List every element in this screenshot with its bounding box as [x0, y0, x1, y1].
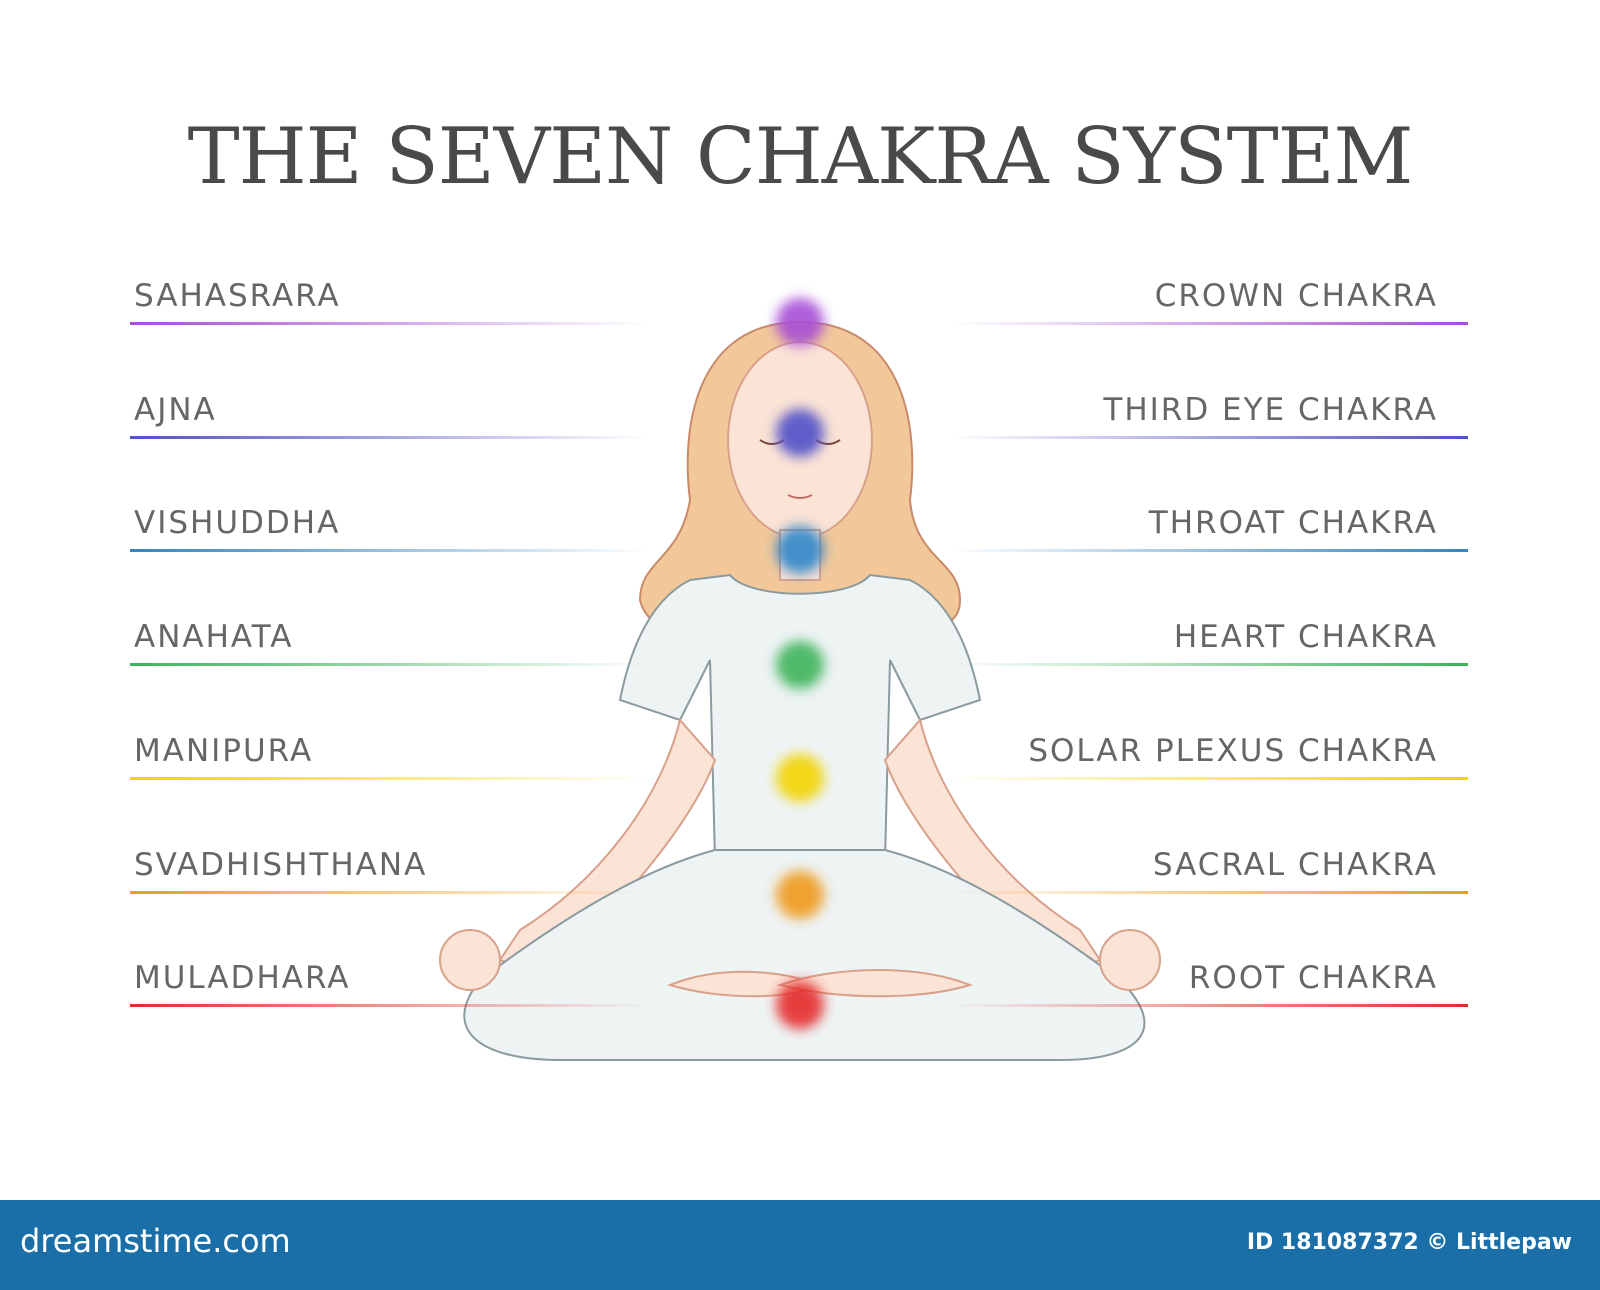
brand-logo: dreamstime.com: [20, 1222, 291, 1260]
chakra-point: [776, 981, 824, 1029]
divider-line-right: [948, 1004, 1468, 1007]
sanskrit-label: SVADHISHTHANA: [134, 847, 428, 883]
chakra-point: [776, 641, 824, 689]
chakra-point: [776, 409, 824, 457]
meditating-figure-illustration: [439, 298, 1161, 1061]
divider-line-right: [948, 891, 1468, 894]
divider-line-left: [130, 322, 650, 325]
sanskrit-label: ANAHATA: [134, 619, 294, 655]
english-label: CROWN CHAKRA: [1154, 278, 1438, 314]
english-label: ROOT CHAKRA: [1188, 960, 1438, 996]
divider-line-left: [130, 436, 650, 439]
divider-line-left: [130, 891, 650, 894]
chakra-point: [776, 298, 824, 346]
sanskrit-label: AJNA: [134, 392, 217, 428]
divider-line-left: [130, 1004, 650, 1007]
sanskrit-label: MANIPURA: [134, 733, 314, 769]
english-label: SOLAR PLEXUS CHAKRA: [1028, 733, 1438, 769]
english-label: HEART CHAKRA: [1173, 619, 1438, 655]
sanskrit-label: VISHUDDHA: [134, 505, 341, 541]
chakra-point: [776, 526, 824, 574]
divider-line-right: [948, 777, 1468, 780]
english-label: THIRD EYE CHAKRA: [1103, 392, 1438, 428]
page-title: THE SEVEN CHAKRA SYSTEM: [187, 112, 1414, 202]
chakra-point: [776, 871, 824, 919]
divider-line-right: [948, 549, 1468, 552]
pants: [463, 849, 1146, 1061]
divider-line-right: [948, 663, 1468, 666]
english-label: SACRAL CHAKRA: [1152, 847, 1438, 883]
divider-line-right: [948, 436, 1468, 439]
sanskrit-label: SAHASRARA: [134, 278, 341, 314]
footer-bar: dreamstime.com ID 181087372 © Littlepaw: [0, 1200, 1600, 1290]
divider-line-left: [130, 777, 650, 780]
chakra-point: [776, 754, 824, 802]
image-credit: ID 181087372 © Littlepaw: [1246, 1230, 1572, 1255]
divider-line-left: [130, 663, 650, 666]
divider-line-left: [130, 549, 650, 552]
sanskrit-label: MULADHARA: [134, 960, 351, 996]
english-label: THROAT CHAKRA: [1148, 505, 1438, 541]
divider-line-right: [948, 322, 1468, 325]
